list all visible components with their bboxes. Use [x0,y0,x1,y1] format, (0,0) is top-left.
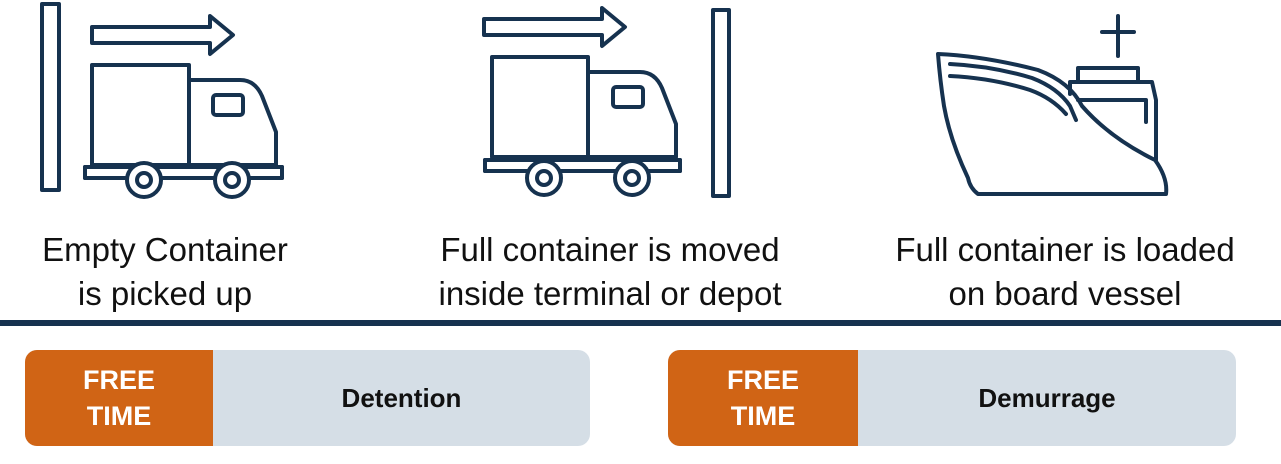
step-1-illustration [30,0,290,200]
detention-label: Detention [341,382,462,413]
step-2-caption-line2: inside terminal or depot [438,275,782,312]
step-1-caption-line2: is picked up [77,275,253,312]
free-time-line2: TIME [86,401,152,431]
step-2-caption-line1: Full container is moved [440,231,780,268]
step-2-caption: Full container is moved inside terminal … [400,228,820,316]
demurrage-bar: FREE TIME Demurrage [668,350,1236,446]
free-time-block: FREE TIME [25,350,213,446]
free-time-line1: FREE [726,365,799,395]
step-2-illustration [470,0,740,200]
arrow-right-icon [482,6,627,48]
step-3-illustration [920,10,1180,210]
timeline-divider [0,320,1281,326]
detention-bar: FREE TIME Detention [25,350,590,446]
step-3-caption-line2: on board vessel [948,275,1182,312]
truck-icon [83,63,284,199]
ship-icon [936,14,1169,196]
wall-icon [40,2,61,192]
demurrage-label: Demurrage [978,382,1116,413]
free-time-line1: FREE [82,365,155,395]
free-time-line2: TIME [730,401,796,431]
truck-icon [483,55,682,197]
free-time-block: FREE TIME [668,350,858,446]
step-3-caption: Full container is loaded on board vessel [865,228,1265,316]
arrow-right-icon [90,14,235,56]
step-1-caption: Empty Container is picked up [0,228,330,316]
step-3-caption-line1: Full container is loaded [895,231,1235,268]
wall-icon [711,8,731,198]
step-1-caption-line1: Empty Container [42,231,288,268]
